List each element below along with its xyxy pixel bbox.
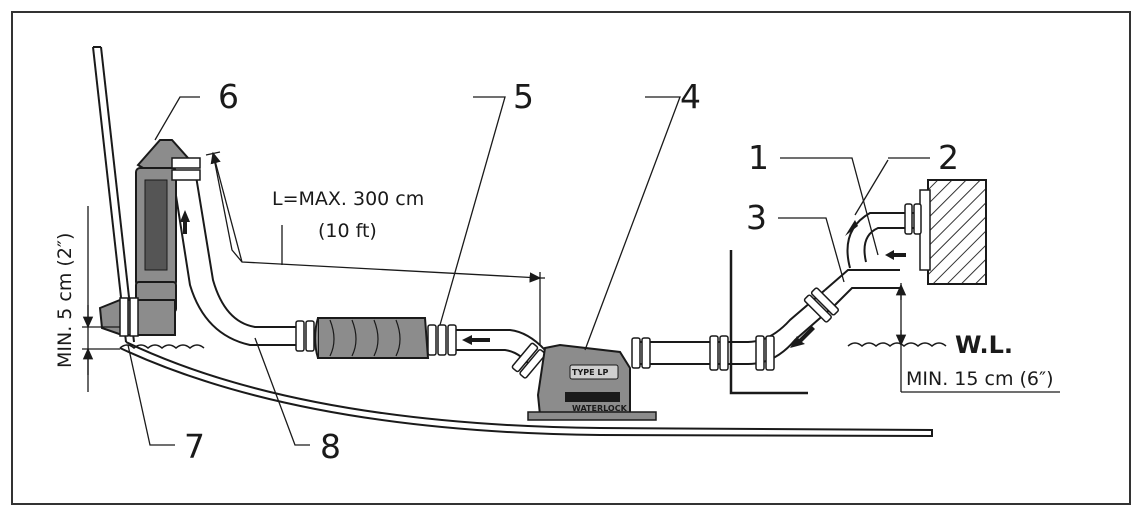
hull-transom — [92, 46, 135, 343]
callout-8: 8 — [320, 427, 341, 466]
callout-7: 7 — [184, 427, 205, 466]
callout-1: 1 — [748, 138, 769, 177]
dimension-lines — [82, 151, 1060, 393]
callout-3: 3 — [746, 198, 767, 237]
length-dimension-ticks — [205, 151, 545, 279]
hull-bottom — [119, 341, 933, 438]
waterline-waves-left — [119, 344, 205, 349]
diagram-frame — [11, 11, 1131, 505]
hull-outlet — [98, 297, 176, 337]
callout-4: 4 — [680, 77, 701, 116]
muffler — [314, 317, 430, 359]
max-length-label: L=MAX. 300 cm — [272, 188, 425, 210]
callout-2: 2 — [938, 138, 959, 177]
waterlock-type-text: TYPE LP — [572, 368, 608, 377]
flow-arrows — [180, 210, 906, 348]
max-length-imperial-label: (10 ft) — [318, 220, 377, 242]
waterlock: TYPE LP WATERLOCK — [527, 343, 657, 421]
bulkhead — [729, 250, 808, 395]
waterline-waves-right — [847, 342, 947, 347]
engine-block — [919, 179, 987, 285]
hose-clamps — [295, 203, 922, 379]
callout-6: 6 — [218, 77, 239, 116]
waterline-label: W.L. — [955, 331, 1014, 359]
callout-5: 5 — [513, 77, 534, 116]
waterlock-brand-text: WATERLOCK — [572, 404, 628, 413]
min-outlet-height-label: MIN. 5 cm (2″) — [54, 232, 76, 368]
min-waterline-height-label: MIN. 15 cm (6″) — [906, 368, 1054, 390]
leader-lines — [127, 96, 930, 446]
